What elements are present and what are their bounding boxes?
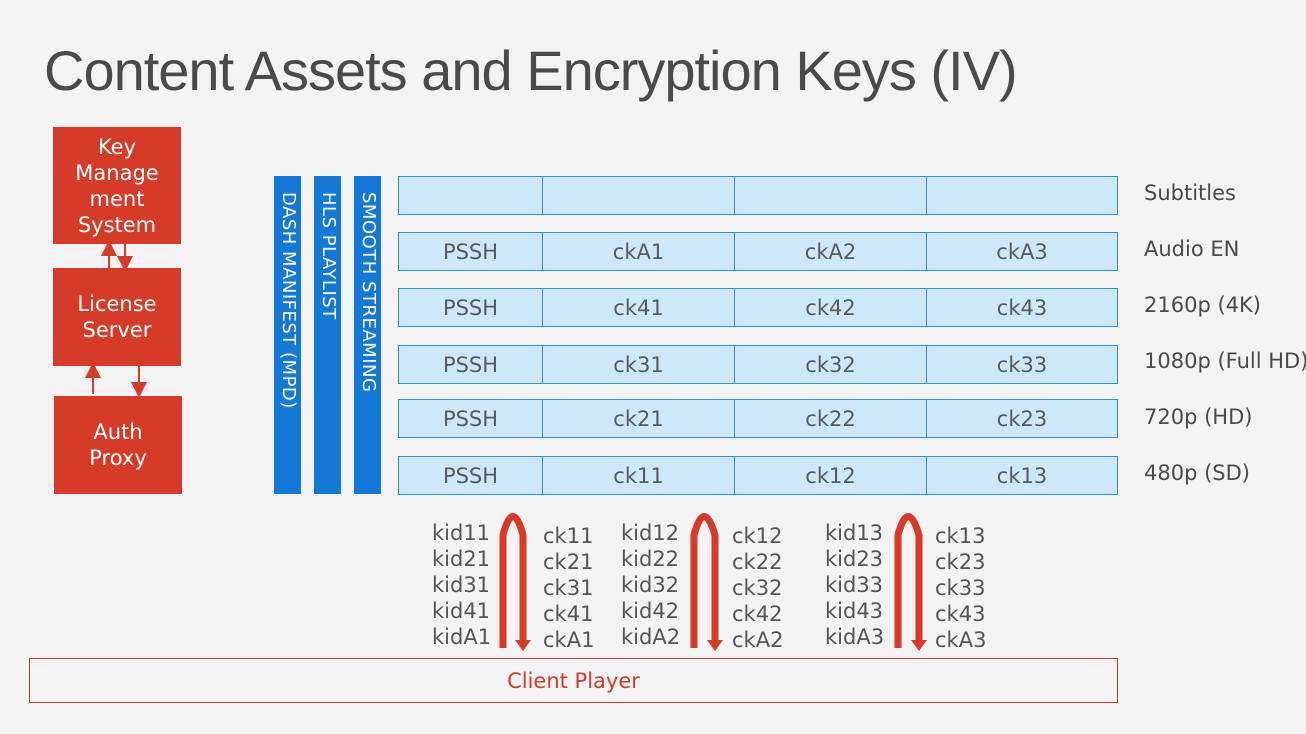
kid-item: kid23 xyxy=(825,547,884,571)
kid-item: kid33 xyxy=(825,573,884,597)
key-item: ck13 xyxy=(935,524,986,548)
asset-row-720p: PSSH ck21 ck22 ck23 xyxy=(398,399,1118,438)
key-item: ck43 xyxy=(935,602,986,626)
kid-item: kid11 xyxy=(432,521,491,545)
key-cell: ckA2 xyxy=(735,233,927,270)
kid-item: kid22 xyxy=(621,547,680,571)
row-label-1080p: 1080p (Full HD) xyxy=(1144,349,1306,373)
pssh-cell: PSSH xyxy=(399,346,543,383)
key-list-2: ck12 ck22 ck32 ck42 ckA2 xyxy=(732,523,783,653)
kid-item: kidA2 xyxy=(621,625,681,649)
key-cell: ck41 xyxy=(543,289,735,326)
row-label-2160p: 2160p (4K) xyxy=(1144,293,1261,317)
key-list-3: ck13 ck23 ck33 ck43 ckA3 xyxy=(935,523,986,653)
manifest-label-hls: HLS PLAYLIST xyxy=(318,192,339,320)
key-cell: ckA1 xyxy=(543,233,735,270)
manifest-bar-hls: HLS PLAYLIST xyxy=(314,176,341,494)
kid-item: kid42 xyxy=(621,599,680,623)
key-item: ck32 xyxy=(732,576,783,600)
key-cell: ck32 xyxy=(735,346,927,383)
kid-list-1: kid11 kid21 kid31 kid41 kidA1 xyxy=(432,520,491,650)
asset-row-480p: PSSH ck11 ck12 ck13 xyxy=(398,456,1118,495)
pssh-cell: PSSH xyxy=(399,400,543,437)
key-item: ck22 xyxy=(732,550,783,574)
pssh-cell: PSSH xyxy=(399,457,543,494)
key-cell: ck13 xyxy=(996,463,1048,488)
kid-item: kid41 xyxy=(432,599,491,623)
row-cell xyxy=(543,177,735,214)
key-item: ck33 xyxy=(935,576,986,600)
key-item: ck23 xyxy=(935,550,986,574)
key-cell: ck21 xyxy=(543,400,735,437)
row-label-audio-en: Audio EN xyxy=(1144,237,1240,261)
manifest-label-smooth: SMOOTH STREAMING xyxy=(358,192,379,393)
manifest-label-dash: DASH MANIFEST (MPD) xyxy=(278,192,299,409)
key-cell: ck31 xyxy=(543,346,735,383)
key-arc-2 xyxy=(690,513,723,651)
manifest-bar-smooth: SMOOTH STREAMING xyxy=(354,176,381,494)
key-item: ck11 xyxy=(543,524,594,548)
key-item: ckA3 xyxy=(935,628,987,652)
page-title: Content Assets and Encryption Keys (IV) xyxy=(44,39,1018,102)
kid-item: kid43 xyxy=(825,599,884,623)
key-cell: ckA3 xyxy=(996,239,1048,264)
key-management-system-box: Key Manage ment System xyxy=(53,127,181,244)
key-cell: ck23 xyxy=(996,406,1048,431)
asset-row-2160p: PSSH ck41 ck42 ck43 xyxy=(398,288,1118,327)
kid-item: kid31 xyxy=(432,573,491,597)
key-arc-3 xyxy=(894,513,927,651)
key-item: ck42 xyxy=(732,602,783,626)
kid-item: kid32 xyxy=(621,573,680,597)
key-cell: ck42 xyxy=(735,289,927,326)
key-item: ck12 xyxy=(732,524,783,548)
key-cell: ck33 xyxy=(996,352,1048,377)
license-server-box: License Server xyxy=(53,268,181,366)
auth-proxy-box: Auth Proxy xyxy=(54,396,182,494)
key-item: ck41 xyxy=(543,602,594,626)
pssh-cell: PSSH xyxy=(399,289,543,326)
key-item: ckA2 xyxy=(732,628,784,652)
client-player-box: Client Player xyxy=(29,658,1118,703)
manifest-bar-dash: DASH MANIFEST (MPD) xyxy=(274,176,301,494)
kid-item: kid21 xyxy=(432,547,491,571)
key-item: ck21 xyxy=(543,550,594,574)
key-cell: ck43 xyxy=(996,295,1048,320)
key-cell: ck22 xyxy=(735,400,927,437)
row-label-720p: 720p (HD) xyxy=(1144,405,1253,429)
kid-item: kidA3 xyxy=(825,625,885,649)
kid-item: kid13 xyxy=(825,521,884,545)
kid-list-2: kid12 kid22 kid32 kid42 kidA2 xyxy=(621,520,680,650)
row-cell xyxy=(927,177,1117,214)
row-label-subtitles: Subtitles xyxy=(1144,181,1236,205)
row-label-480p: 480p (SD) xyxy=(1144,461,1250,485)
row-cell xyxy=(399,177,543,214)
asset-row-1080p: PSSH ck31 ck32 ck33 xyxy=(398,345,1118,384)
pssh-cell: PSSH xyxy=(399,233,543,270)
key-cell: ck11 xyxy=(543,457,735,494)
key-item: ck31 xyxy=(543,576,594,600)
kid-item: kidA1 xyxy=(432,625,492,649)
key-item: ckA1 xyxy=(543,628,595,652)
kid-list-3: kid13 kid23 kid33 kid43 kidA3 xyxy=(825,520,884,650)
asset-row-audio-en: PSSH ckA1 ckA2 ckA3 xyxy=(398,232,1118,271)
row-cell xyxy=(735,177,927,214)
key-list-1: ck11 ck21 ck31 ck41 ckA1 xyxy=(543,523,594,653)
asset-row-subtitles xyxy=(398,176,1118,215)
key-cell: ck12 xyxy=(735,457,927,494)
key-arc-1 xyxy=(499,513,531,651)
kid-item: kid12 xyxy=(621,521,680,545)
